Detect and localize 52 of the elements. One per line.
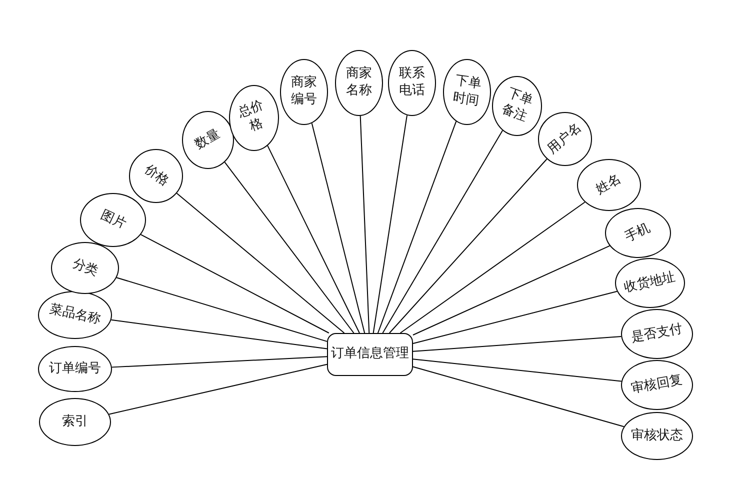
connector-line	[400, 202, 586, 334]
connector-line	[412, 366, 624, 428]
attribute-label: 手机	[622, 220, 654, 246]
attribute-label: 菜品名称	[48, 301, 102, 329]
attribute-label: 审核回复	[630, 372, 684, 398]
attribute-label: 订单编号	[49, 360, 101, 378]
attribute-ellipse	[577, 159, 641, 211]
attribute-ellipse	[605, 208, 671, 258]
connector-line	[224, 162, 354, 334]
connector-line	[311, 122, 366, 334]
attribute-label: 是否支付	[630, 321, 684, 347]
attribute-label: 姓名	[594, 171, 624, 199]
connector-line	[412, 358, 622, 382]
attribute-label: 数量	[192, 126, 224, 154]
attribute-label: 价格	[140, 162, 172, 190]
connector-line	[111, 356, 328, 368]
attribute-label: 用户名	[544, 120, 586, 158]
connector-line	[116, 277, 328, 342]
attribute-label: 总价格	[236, 98, 267, 136]
connector-line	[412, 245, 610, 336]
attribute-ellipse	[492, 76, 542, 136]
attribute-ellipse	[182, 111, 234, 169]
connector-line	[372, 114, 408, 334]
attribute-label: 商家编号	[291, 75, 317, 109]
connector-line	[412, 336, 622, 352]
connector-line	[110, 319, 328, 350]
attribute-label: 图片	[98, 206, 128, 234]
entity-box	[327, 333, 413, 376]
attribute-label: 审核状态	[631, 428, 683, 444]
attribute-label: 分类	[70, 256, 100, 280]
attribute-ellipse	[51, 242, 119, 294]
attribute-ellipse	[229, 85, 279, 151]
connector-line	[140, 234, 330, 334]
attribute-label: 联系电话	[399, 66, 425, 100]
attribute-ellipse	[80, 193, 146, 247]
attribute-label: 收货地址	[622, 269, 678, 297]
attribute-label: 商家名称	[346, 66, 372, 100]
connector-line	[412, 290, 618, 344]
connector-line	[360, 115, 370, 334]
attribute-ellipse	[129, 149, 183, 203]
connector-line	[267, 145, 360, 334]
connector-line	[377, 120, 457, 334]
attribute-label: 下单时间	[452, 73, 482, 111]
attribute-ellipse	[443, 59, 491, 125]
connector-line	[108, 364, 328, 415]
connector-line	[382, 130, 504, 334]
attribute-label: 索引	[62, 414, 88, 430]
entity-label: 订单信息管理	[331, 346, 409, 363]
connector-line	[388, 158, 548, 334]
attribute-ellipse	[538, 112, 592, 166]
connector-line	[176, 192, 345, 334]
attribute-label: 下单备注	[499, 86, 535, 126]
